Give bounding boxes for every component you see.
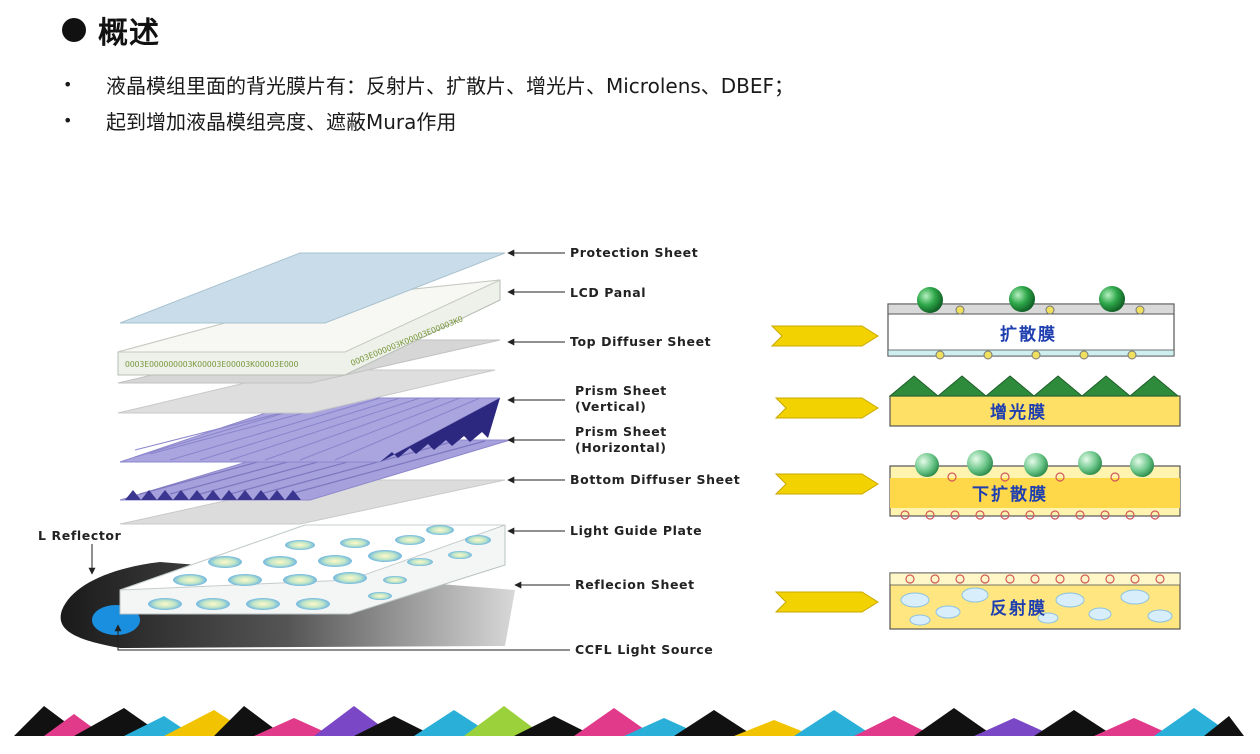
yellow-arrow-icon: [774, 473, 879, 495]
label-reflection-sheet: Reflecion Sheet: [575, 577, 695, 592]
label-protection-sheet: Protection Sheet: [570, 245, 698, 260]
yellow-arrow-icon: [770, 325, 879, 347]
film-label-brightness: 增光膜: [990, 402, 1047, 423]
page-title: 概述: [98, 16, 160, 51]
prism-sheet-horizontal: [119, 439, 511, 501]
label-prism-horizontal-2: (Horizontal): [575, 440, 667, 455]
protection-sheet: [119, 252, 506, 324]
bullet-dot-icon: [62, 18, 86, 42]
film-pointer-arrows: [770, 325, 879, 613]
label-lcd-panel: LCD Panal: [570, 285, 646, 300]
bullet-mark-icon: •: [63, 74, 73, 94]
section-heading: 概述: [62, 8, 160, 52]
list-item: • 起到增加液晶模组亮度、遮蔽Mura作用: [62, 102, 794, 138]
label-ccfl-light-source: CCFL Light Source: [575, 642, 713, 657]
label-bottom-diffuser: Bottom Diffuser Sheet: [570, 472, 740, 487]
film-label-reflector: 反射膜: [990, 598, 1047, 619]
label-prism-vertical-1: Prism Sheet: [575, 383, 667, 398]
label-pointers: [88, 249, 570, 651]
light-guide-plate: [119, 524, 506, 615]
brightness-film-illustration: 增光膜: [888, 375, 1181, 427]
yellow-arrow-icon: [774, 591, 879, 613]
label-l-reflector: L Reflector: [38, 528, 122, 543]
top-prism-spacer-sheet: [117, 369, 496, 414]
label-prism-horizontal-1: Prism Sheet: [575, 424, 667, 439]
film-label-lower-diffuser: 下扩散膜: [972, 484, 1048, 505]
bullet-mark-icon: •: [63, 110, 73, 130]
lcd-edge-pattern: OOO3EOOOOOOOO3KOOOO3EOOOO3KOOOO3EOOO: [125, 360, 299, 369]
film-label-diffuser: 扩散膜: [1000, 324, 1057, 345]
diffuser-film-illustration: 扩散膜: [887, 286, 1175, 360]
label-top-diffuser: Top Diffuser Sheet: [570, 334, 711, 349]
yellow-arrow-icon: [774, 397, 879, 419]
list-item: • 液晶模组里面的背光膜片有：反射片、扩散片、增光片、Microlens、DBE…: [62, 66, 794, 102]
reflector-film-illustration: 反射膜: [889, 572, 1181, 630]
decorative-banner: [14, 706, 1244, 736]
bullet-text: 起到增加液晶模组亮度、遮蔽Mura作用: [106, 109, 457, 134]
label-light-guide-plate: Light Guide Plate: [570, 523, 702, 538]
light-guide-dots: [148, 525, 491, 610]
lower-diffuser-film-illustration: 下扩散膜: [889, 450, 1181, 520]
label-prism-vertical-2: (Vertical): [575, 399, 646, 414]
bullet-list: • 液晶模组里面的背光膜片有：反射片、扩散片、增光片、Microlens、DBE…: [62, 66, 794, 138]
prism-sheet-vertical: [119, 397, 501, 463]
bullet-text: 液晶模组里面的背光膜片有：反射片、扩散片、增光片、Microlens、DBEF；: [106, 73, 795, 98]
